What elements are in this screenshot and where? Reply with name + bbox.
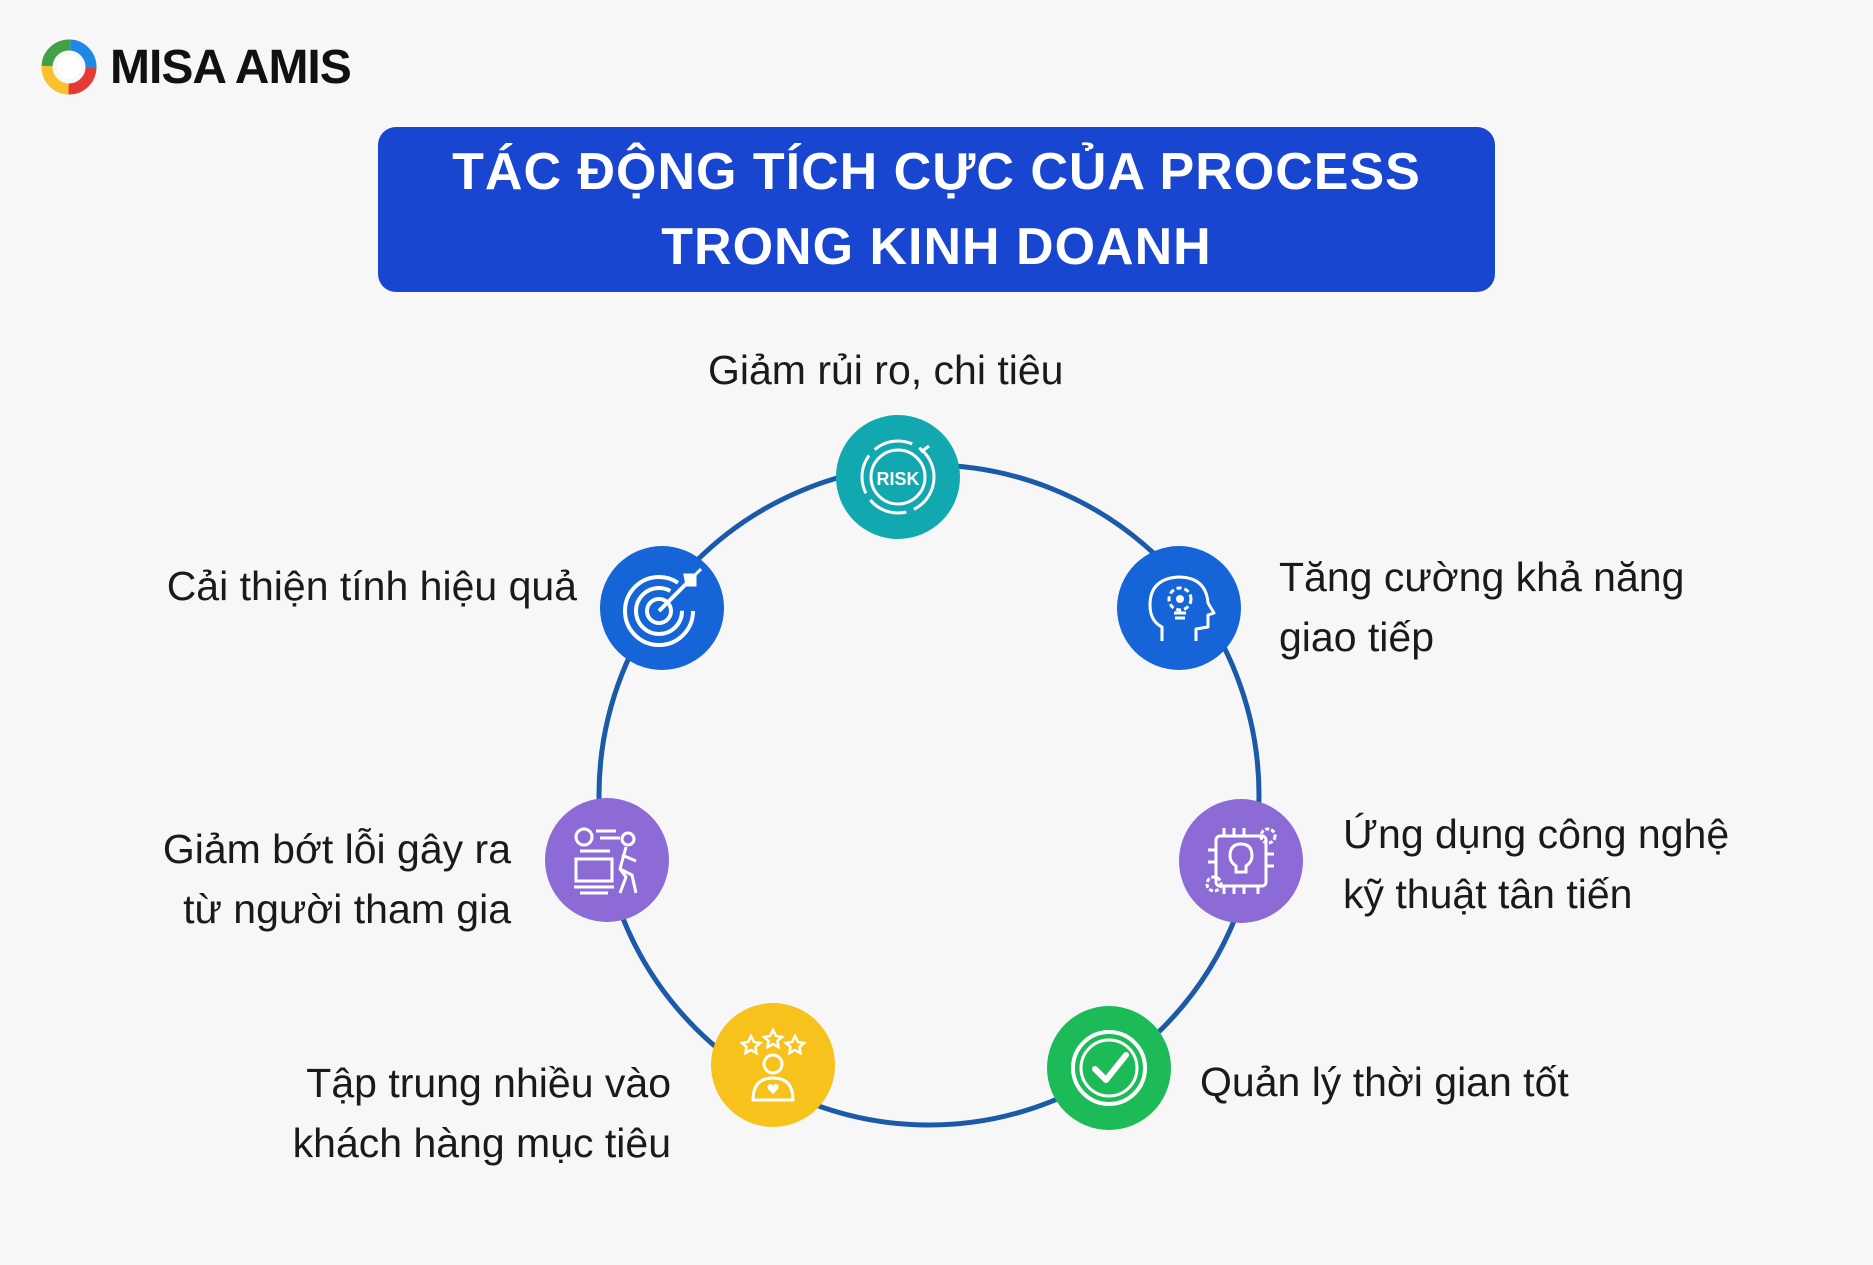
title-banner: TÁC ĐỘNG TÍCH CỰC CỦA PROCESS TRONG KINH…	[378, 127, 1495, 292]
label-technology: Ứng dụng công nghệ kỹ thuật tân tiến	[1343, 804, 1729, 924]
node-efficiency	[600, 546, 724, 670]
node-participants	[545, 798, 669, 922]
label-time: Quản lý thời gian tốt	[1200, 1052, 1569, 1112]
title-line-1: TÁC ĐỘNG TÍCH CỰC CỦA PROCESS	[452, 142, 1421, 201]
label-line: kỹ thuật tân tiến	[1343, 871, 1633, 917]
label-communication: Tăng cường khả năng giao tiếp	[1279, 547, 1684, 667]
node-technology	[1179, 799, 1303, 923]
title-line-2: TRONG KINH DOANH	[661, 217, 1212, 276]
brand-logo: MISA AMIS	[40, 38, 352, 96]
node-risk: RISK	[836, 415, 960, 539]
label-customer: Tập trung nhiều vào khách hàng mục tiêu	[293, 1053, 671, 1173]
label-efficiency: Cải thiện tính hiệu quả	[167, 556, 577, 616]
clock-check-icon	[1071, 1030, 1147, 1106]
label-line: giao tiếp	[1279, 614, 1435, 660]
label-line: từ người tham gia	[183, 886, 511, 932]
risk-icon: RISK	[860, 439, 936, 515]
label-line: khách hàng mục tiêu	[292, 1120, 671, 1166]
label-line: Tập trung nhiều vào	[306, 1060, 671, 1106]
label-line: Tăng cường khả năng	[1279, 554, 1685, 600]
node-communication	[1117, 546, 1241, 670]
customer-stars-icon	[739, 1027, 807, 1102]
label-line: Giảm rủi ro, chi tiêu	[708, 347, 1064, 393]
head-gear-bulb-icon	[1148, 575, 1216, 641]
label-line: Giảm bớt lỗi gây ra	[162, 826, 511, 872]
label-line: Quản lý thời gian tốt	[1200, 1059, 1569, 1105]
brand-name: MISA AMIS	[110, 40, 352, 94]
node-customer	[711, 1003, 835, 1127]
label-reduce-risk: Giảm rủi ro, chi tiêu	[708, 340, 1063, 400]
label-line: Cải thiện tính hiệu quả	[166, 563, 577, 609]
target-arrow-icon	[623, 567, 703, 647]
svg-text:RISK: RISK	[876, 469, 919, 489]
label-line: Ứng dụng công nghệ	[1343, 811, 1730, 857]
misa-amis-logo-icon	[41, 39, 97, 95]
bulb-chip-gear-icon	[1205, 827, 1277, 894]
label-participants: Giảm bớt lỗi gây ra từ người tham gia	[163, 819, 511, 939]
person-workflow-icon	[574, 827, 638, 895]
node-time	[1047, 1006, 1171, 1130]
